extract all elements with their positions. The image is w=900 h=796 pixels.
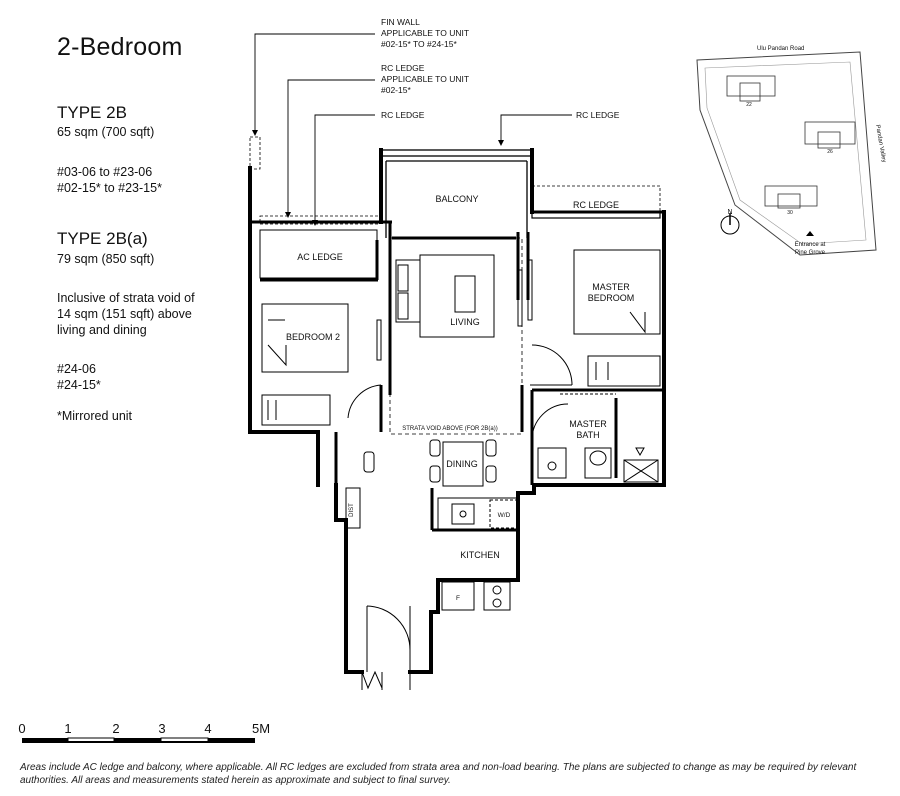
- fin-wall-label-2: APPLICABLE TO UNIT: [381, 28, 469, 38]
- balcony-label: BALCONY: [435, 194, 478, 204]
- dining-label: DINING: [446, 459, 478, 469]
- kitchen-label: KITCHEN: [460, 550, 500, 560]
- fin-wall-label-3: #02-15* TO #24-15*: [381, 39, 457, 49]
- callout-texts: FIN WALL APPLICABLE TO UNIT #02-15* TO #…: [381, 17, 620, 120]
- type-2b-title: TYPE 2B: [57, 103, 127, 122]
- bedroom2-label: BEDROOM 2: [286, 332, 340, 342]
- strata-note-line-3: living and dining: [57, 323, 147, 337]
- entrance-label-2: Pine Grove: [795, 250, 826, 256]
- bedroom2-furniture: [261, 303, 382, 426]
- ac-ledge-box: [259, 229, 378, 279]
- callout-leaders: [254, 33, 572, 222]
- strata-note-line-2: 14 sqm (151 sqft) above: [57, 307, 192, 321]
- wd-label: W/D: [498, 512, 511, 519]
- scale-label-3: 3: [158, 721, 165, 736]
- ac-ledge-label: AC LEDGE: [297, 252, 343, 262]
- exterior-walls: [248, 148, 666, 674]
- rc-ledge-app-label-2: APPLICABLE TO UNIT: [381, 74, 469, 84]
- block-22-label: 22: [746, 102, 752, 108]
- site-map: 22 26 30 Ulu Pandan Road Pandan Valley E…: [696, 46, 887, 256]
- master-bath-fixtures: [537, 393, 659, 483]
- master-bedroom-label-1: MASTER: [592, 282, 630, 292]
- master-bedroom-furniture: [527, 249, 661, 387]
- road-top-label: Ulu Pandan Road: [757, 46, 804, 52]
- dining-furniture: [363, 439, 497, 487]
- scale-label-1: 1: [64, 721, 71, 736]
- fin-wall-label-1: FIN WALL: [381, 17, 420, 27]
- rc-ledge-right-label: RC LEDGE: [576, 110, 620, 120]
- living-label: LIVING: [450, 317, 480, 327]
- fin-wall: [249, 136, 261, 170]
- north-label: N: [727, 209, 732, 216]
- rc-ledge-left-label: RC LEDGE: [381, 110, 425, 120]
- type-2ba-units-2: #24-15*: [57, 378, 101, 392]
- scale-label-2: 2: [112, 721, 119, 736]
- type-2ba-title: TYPE 2B(a): [57, 229, 148, 248]
- scale-bar: 0 1 2 3 4 5M: [18, 721, 270, 743]
- type-2b-units-2: #02-15* to #23-15*: [57, 181, 162, 195]
- rc-ledge-app-label-1: RC LEDGE: [381, 63, 425, 73]
- scale-label-5m: 5M: [252, 721, 270, 736]
- strata-void-outline: [389, 237, 523, 435]
- bath-door-swing: [531, 403, 569, 441]
- rc-ledge-app-label-3: #02-15*: [381, 85, 411, 95]
- strata-void-label: STRATA VOID ABOVE (FOR 2B(a)): [402, 426, 497, 432]
- scale-label-0: 0: [18, 721, 25, 736]
- type-2ba-units-1: #24-06: [57, 362, 96, 376]
- scale-label-4: 4: [204, 721, 211, 736]
- block-26-label: 26: [827, 149, 833, 155]
- main-door: [361, 605, 411, 690]
- disclaimer-text: Areas include AC ledge and balcony, wher…: [20, 762, 857, 786]
- mirrored-note: *Mirrored unit: [57, 409, 133, 423]
- master-bath-label-2: BATH: [576, 430, 599, 440]
- living-furniture: [395, 254, 523, 338]
- type-2b-units-1: #03-06 to #23-06: [57, 165, 153, 179]
- rc-ledge-room-label: RC LEDGE: [573, 200, 619, 210]
- road-right-label: Pandan Valley: [874, 124, 887, 163]
- callout-arrowheads: [252, 130, 504, 226]
- page-title: 2-Bedroom: [57, 33, 183, 61]
- dist-label: DIST: [349, 503, 355, 517]
- type-2b-area: 65 sqm (700 sqft): [57, 125, 155, 139]
- type-2ba-area: 79 sqm (850 sqft): [57, 252, 155, 266]
- master-bedroom-label-2: BEDROOM: [588, 293, 635, 303]
- master-bath-label-1: MASTER: [569, 419, 607, 429]
- fridge-label: F: [456, 595, 460, 602]
- strata-note-line-1: Inclusive of strata void of: [57, 291, 195, 305]
- room-labels: BALCONY RC LEDGE AC LEDGE LIVING BEDROOM…: [286, 194, 634, 602]
- block-30-label: 30: [787, 210, 793, 216]
- kitchen-fixtures: [345, 487, 519, 611]
- entrance-label-1: Entrance at: [795, 242, 826, 248]
